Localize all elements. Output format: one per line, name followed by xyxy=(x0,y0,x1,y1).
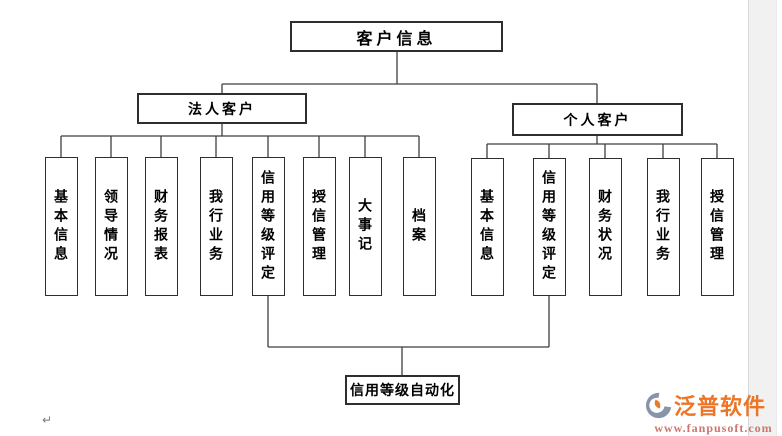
tree-leaf-label: 授信管理 xyxy=(709,189,725,265)
paragraph-return-mark: ↵ xyxy=(42,413,53,427)
tree-leaf-label: 我行业务 xyxy=(208,188,224,265)
tree-leaf-box: 大事记 xyxy=(348,157,382,296)
tree-leaf-label: 授信管理 xyxy=(311,188,327,265)
tree-leaf-box: 授信管理 xyxy=(302,157,336,296)
branch-node-personal-customer: 个人客户 xyxy=(512,103,683,136)
root-node-label: 客户信息 xyxy=(356,30,437,48)
tree-leaf-label: 信用等级评定 xyxy=(541,170,557,284)
branch-node-label: 个人客户 xyxy=(563,111,632,128)
tree-leaf-label: 财务状况 xyxy=(597,189,613,265)
tree-leaf-box: 我行业务 xyxy=(199,157,233,296)
tree-leaf-box: 财务状况 xyxy=(588,158,622,296)
branch-node-corporate-customer: 法人客户 xyxy=(137,93,307,124)
branch-node-label: 法人客户 xyxy=(188,100,256,117)
fanpu-url-text: www.fanpusoft.com xyxy=(654,421,773,435)
tree-leaf-box: 领导情况 xyxy=(94,157,128,296)
page-edge-gutter xyxy=(748,0,777,436)
tree-leaf-box: 基本信息 xyxy=(470,158,504,296)
fanpu-watermark: 泛普软件 www.fanpusoft.com xyxy=(645,389,782,436)
tree-leaf-label: 基本信息 xyxy=(53,188,69,265)
fanpu-logo-icon xyxy=(645,392,672,418)
tree-leaf-box: 我行业务 xyxy=(646,158,680,296)
tree-leaf-label: 财务报表 xyxy=(153,188,169,265)
tree-leaf-label: 大事记 xyxy=(357,198,373,255)
tree-leaf-label: 基本信息 xyxy=(479,189,495,265)
tree-leaf-box: 信用等级评定 xyxy=(532,158,566,296)
tree-leaf-label: 档案 xyxy=(411,207,427,246)
tree-leaf-label: 信用等级评定 xyxy=(260,169,276,284)
tree-leaf-label: 领导情况 xyxy=(103,188,119,265)
tree-leaf-box: 信用等级评定 xyxy=(251,157,285,296)
tree-leaf-box: 基本信息 xyxy=(44,157,78,296)
root-node-customer-info: 客户信息 xyxy=(290,21,503,52)
tree-leaf-box: 授信管理 xyxy=(700,158,734,296)
tree-leaf-label: 我行业务 xyxy=(655,189,671,265)
tree-leaf-box: 财务报表 xyxy=(144,157,178,296)
tree-leaf-box: 档案 xyxy=(402,157,436,296)
fanpu-brand-text: 泛普软件 xyxy=(674,394,767,419)
bottom-node-label: 信用等级自动化 xyxy=(350,382,455,398)
bottom-node-credit-rating-automation: 信用等级自动化 xyxy=(345,375,460,405)
